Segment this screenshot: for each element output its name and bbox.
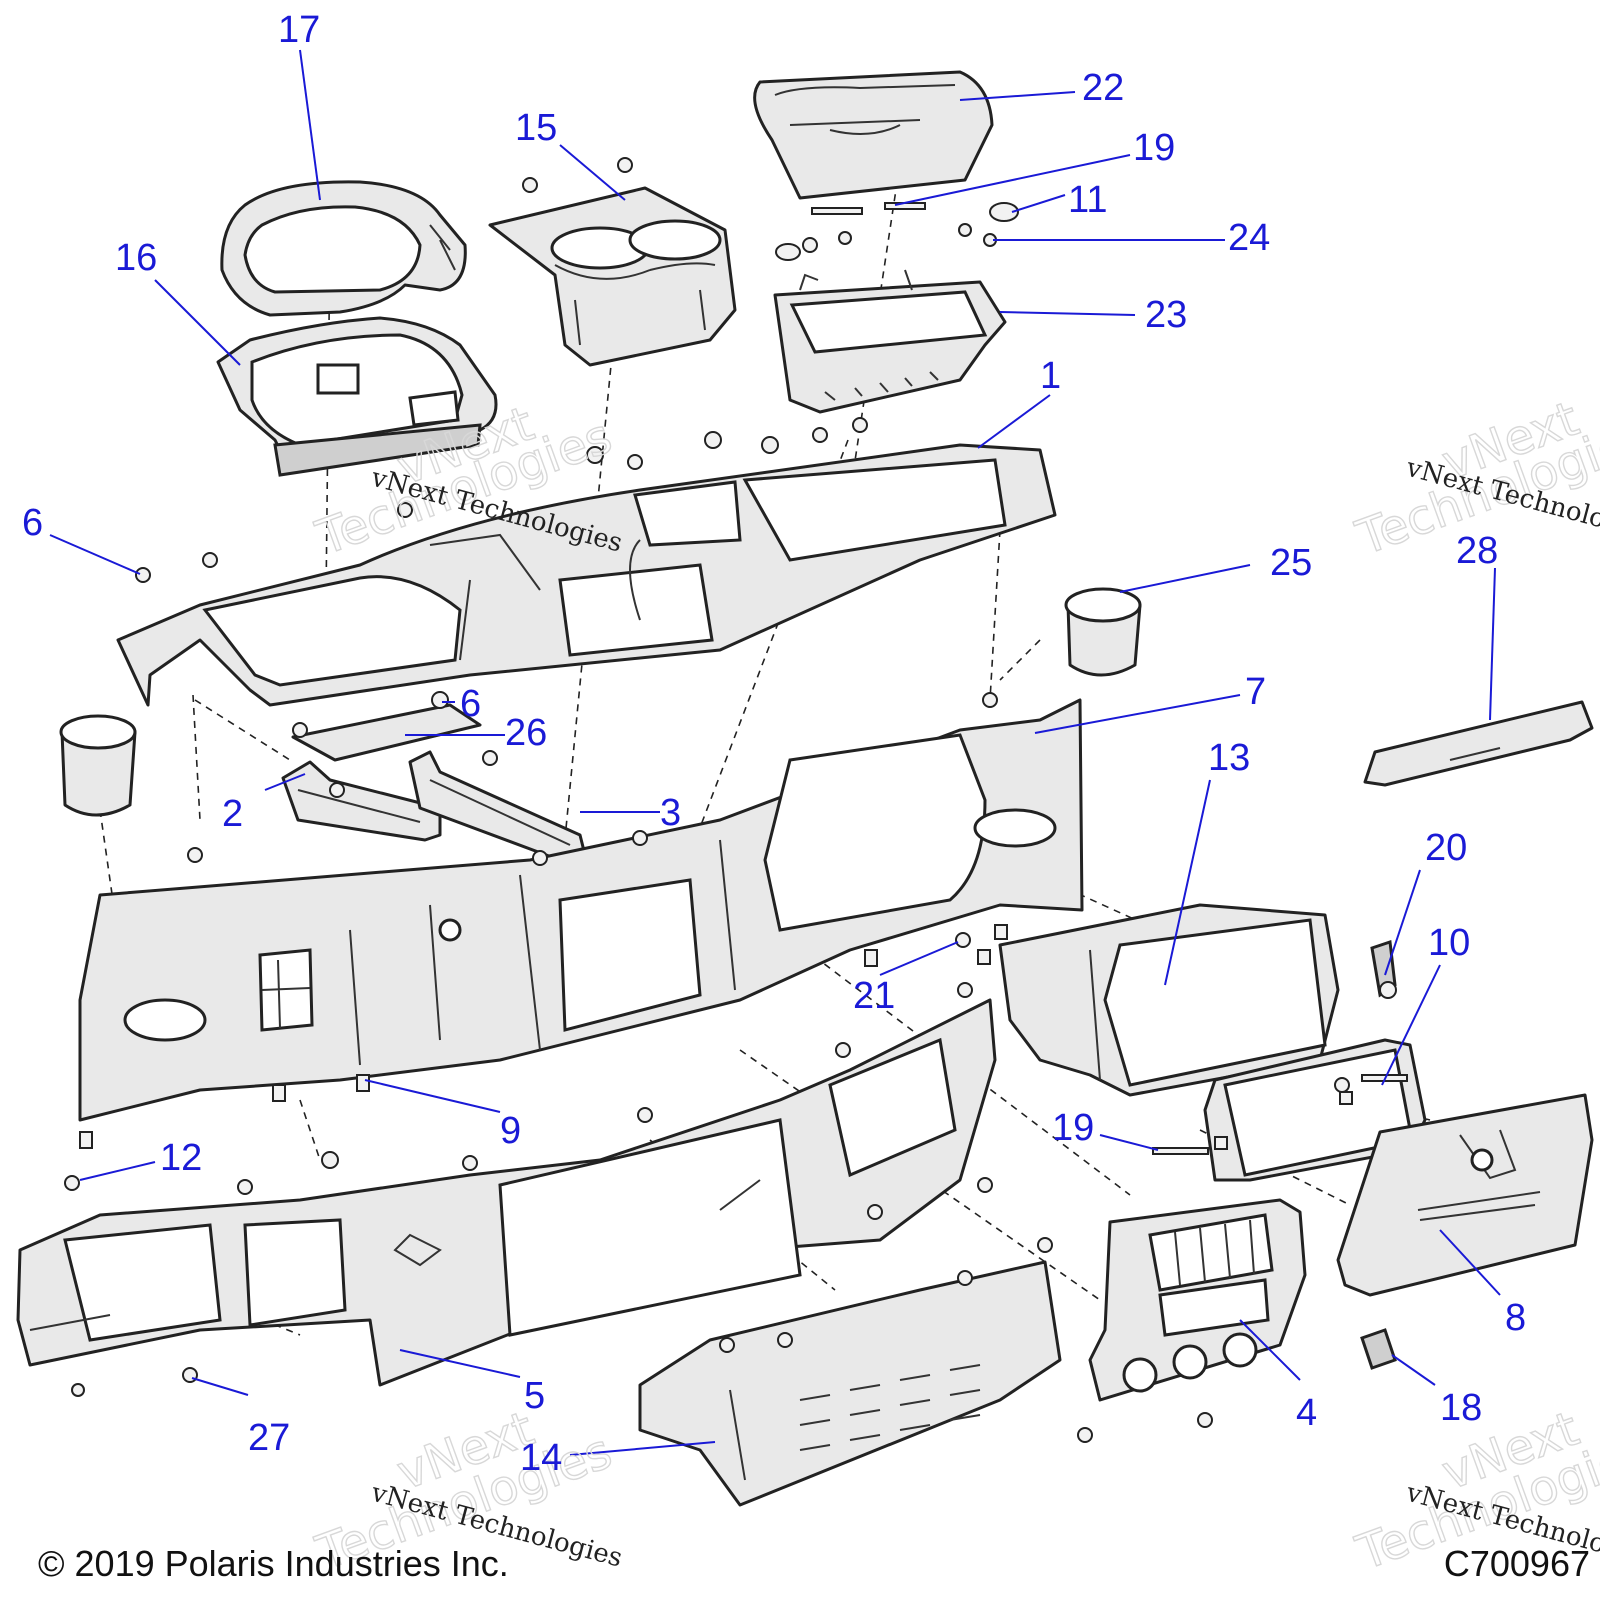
callout-21: 21 [853, 975, 895, 1017]
callout-12: 12 [160, 1137, 202, 1179]
part-25-cupholder [1064, 587, 1142, 677]
callout-10: 10 [1428, 922, 1470, 964]
callout-leaders [49, 49, 1501, 1456]
callout-19b: 19 [1052, 1107, 1094, 1149]
callout-23: 23 [1145, 294, 1187, 336]
part-15-cupholder-tray [488, 186, 737, 367]
callout-labels: 1 2 3 4 5 6 6 7 8 9 10 11 12 13 14 15 16… [22, 9, 1526, 1479]
callout-22: 22 [1082, 67, 1124, 109]
callout-5: 5 [524, 1375, 545, 1417]
callout-14: 14 [520, 1437, 562, 1479]
part-8-glovebox-door [1336, 1093, 1594, 1297]
callout-3: 3 [660, 792, 681, 834]
part-16-gauge-housing [216, 316, 498, 477]
callout-13: 13 [1208, 737, 1250, 779]
callout-24: 24 [1228, 217, 1270, 259]
callout-27: 27 [248, 1417, 290, 1459]
callout-6: 6 [22, 502, 43, 544]
fasteners [64, 157, 1408, 1443]
callout-28: 28 [1456, 530, 1498, 572]
callout-16: 16 [115, 237, 157, 279]
part-2-bracket [281, 760, 442, 842]
callout-15: 15 [515, 107, 557, 149]
part-26-plate [291, 703, 482, 762]
part-cupholder-left [59, 714, 137, 817]
part-4-switch-panel [1088, 1198, 1307, 1402]
part-22-upper-lid [753, 70, 994, 200]
part-18-switch [1360, 1328, 1397, 1370]
part-13-instrument-cluster [998, 903, 1340, 1097]
callout-9: 9 [500, 1110, 521, 1152]
callout-7: 7 [1245, 671, 1266, 713]
part-3-bracket [408, 750, 587, 864]
callout-18: 18 [1440, 1387, 1482, 1429]
callout-25: 25 [1270, 542, 1312, 584]
part-28-trim-strip [1363, 700, 1594, 787]
callout-11: 11 [1068, 179, 1107, 221]
callout-26: 26 [505, 712, 547, 754]
part-1-upper-dash [116, 443, 1057, 707]
part-7-main-dash-frame [78, 698, 1084, 1122]
callout-6b: 6 [460, 683, 481, 725]
callout-8: 8 [1505, 1297, 1526, 1339]
callout-19: 19 [1133, 127, 1175, 169]
callout-1: 1 [1040, 355, 1061, 397]
part-23-glovebox-bin [773, 269, 1007, 414]
drawing-number: C700967 [1444, 1543, 1590, 1584]
part-14-lower-trim [638, 1260, 1062, 1507]
callout-17: 17 [278, 9, 320, 51]
callout-4: 4 [1296, 1392, 1317, 1434]
part-20-key-switch [1370, 939, 1397, 999]
callout-20: 20 [1425, 827, 1467, 869]
copyright-text: © 2019 Polaris Industries Inc. [38, 1543, 509, 1584]
part-5-lower-dash [16, 998, 997, 1387]
part-17-gauge-bezel [220, 180, 467, 317]
callout-2: 2 [222, 793, 243, 835]
